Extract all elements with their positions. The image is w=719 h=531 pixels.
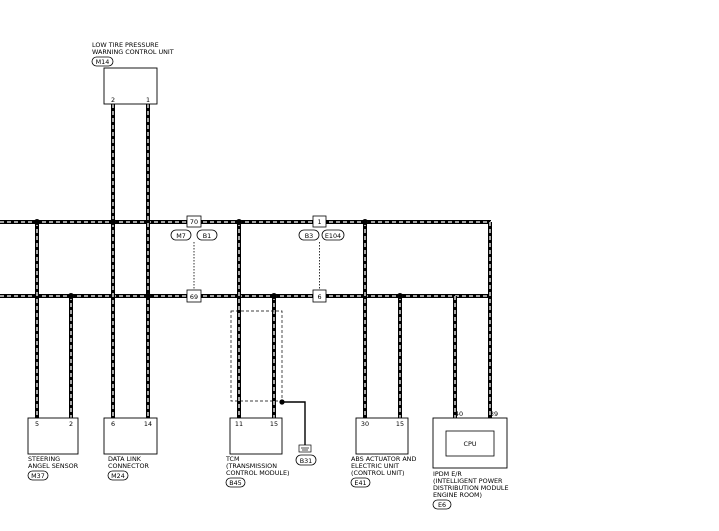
ipdm-pin-2: 39: [490, 410, 498, 418]
junction-upper-left: 70 M7 B1: [170, 215, 218, 290]
steering-pin-2: 2: [69, 420, 73, 428]
top-unit-pin-left: 2: [111, 96, 115, 104]
abs-name-line3: (CONTROL UNIT): [351, 469, 404, 477]
connector-m7-tag: M7: [176, 232, 186, 240]
steering-name-line2: ANGEL SENSOR: [28, 462, 79, 470]
abs-connector-tag: E41: [354, 479, 366, 487]
ipdm-name-line4: ENGINE ROOM): [433, 491, 482, 499]
abs-pin-2: 15: [396, 420, 404, 428]
steering-name-line1: STEERING: [28, 455, 60, 463]
ipdm-connector-tag: E6: [438, 501, 446, 509]
ipdm-cpu-box: [445, 430, 495, 457]
data-link-connector-unit: 6 14 DATA LINK CONNECTOR M24: [103, 417, 158, 481]
dlc-pin-2: 14: [144, 420, 152, 428]
abs-pin-1: 30: [361, 420, 369, 428]
tcm-pin-1: 11: [235, 420, 243, 428]
top-unit-name-line2: WARNING CONTROL UNIT: [92, 48, 174, 56]
ipdm-name-line2: (INTELLIGENT POWER: [433, 477, 503, 485]
ground-connector-tag: B31: [300, 457, 313, 465]
dlc-pin-1: 6: [111, 420, 115, 428]
ipdm-er-unit: 40 39 CPU IPDM E/R (INTELLIGENT POWER DI…: [432, 410, 509, 510]
junction-upper-right-terminal: 1: [317, 218, 321, 226]
top-unit-connector-tag: M14: [96, 58, 110, 66]
dlc-name-line1: DATA LINK: [108, 455, 142, 463]
abs-name-line1: ABS ACTUATOR AND: [351, 455, 416, 463]
tcm-name-line1: TCM: [225, 455, 240, 463]
ipdm-pin-1: 40: [455, 410, 463, 418]
tcm-pin-2: 15: [270, 420, 278, 428]
top-unit-name-line1: LOW TIRE PRESSURE: [92, 41, 159, 49]
steering-connector-tag: M37: [31, 472, 45, 480]
vertical-wires: [35, 104, 492, 418]
tcm-unit: 11 15 TCM (TRANSMISSION CONTROL MODULE) …: [225, 417, 289, 488]
connector-b1-tag: B1: [203, 232, 211, 240]
dlc-connector-tag: M24: [111, 472, 125, 480]
abs-name-line2: ELECTRIC UNIT: [351, 462, 399, 470]
ground-b31: B31: [295, 454, 317, 466]
ipdm-name-line1: IPDM E/R: [433, 470, 462, 478]
ipdm-cpu-label: CPU: [464, 440, 477, 448]
tcm-name-line2: (TRANSMISSION: [226, 462, 277, 470]
steering-pin-1: 5: [35, 420, 39, 428]
ipdm-name-line3: DISTRIBUTION MODULE: [433, 484, 509, 492]
junction-lower-right: 6: [312, 289, 327, 303]
connector-e104-tag: E104: [325, 232, 341, 240]
junction-upper-left-terminal: 70: [190, 218, 198, 226]
top-unit-pin-right: 1: [146, 96, 150, 104]
top-unit-box: [103, 67, 158, 105]
abs-actuator-unit: 30 15 ABS ACTUATOR AND ELECTRIC UNIT (CO…: [350, 417, 416, 488]
junction-lower-left-terminal: 69: [190, 293, 198, 301]
junction-upper-right: 1 B3 E104: [298, 215, 345, 290]
steering-angle-sensor-unit: 5 2 STEERING ANGEL SENSOR M37: [27, 417, 79, 481]
tcm-shield-outline: [230, 310, 312, 453]
splice-points: [34, 219, 403, 299]
connector-b3-tag: B3: [305, 232, 313, 240]
dlc-name-line2: CONNECTOR: [108, 462, 149, 470]
tcm-name-line3: CONTROL MODULE): [226, 469, 289, 477]
junction-lower-right-terminal: 6: [317, 293, 321, 301]
junction-lower-left: 69: [186, 289, 202, 303]
low-tire-pressure-warning-unit: LOW TIRE PRESSURE WARNING CONTROL UNIT M…: [91, 41, 174, 105]
tcm-connector-tag: B45: [229, 479, 242, 487]
